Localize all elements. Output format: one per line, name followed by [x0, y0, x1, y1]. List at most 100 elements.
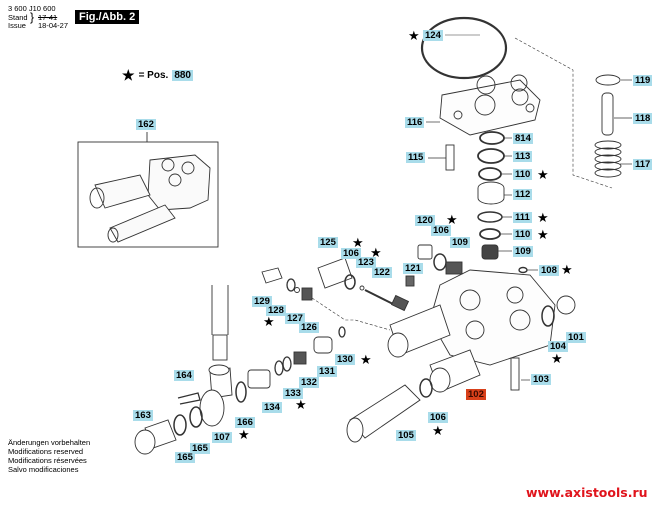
brace: }: [30, 10, 35, 24]
rod-122: [364, 289, 396, 306]
oring-106b: [344, 274, 356, 290]
part-label-134[interactable]: 134: [262, 402, 282, 413]
note-de: Änderungen vorbehalten: [8, 438, 91, 447]
legend-text: = Pos.: [138, 70, 169, 81]
valve-109: [481, 244, 499, 260]
stand-label: Stand: [8, 13, 28, 22]
part-label-126[interactable]: 126: [299, 322, 319, 333]
part-label-162[interactable]: 162: [136, 119, 156, 130]
oring-106c: [419, 378, 433, 398]
part-label-110[interactable]: 110: [513, 169, 533, 180]
oring-130: [338, 326, 346, 338]
stand-value: 17-41: [38, 13, 58, 22]
part-label-113[interactable]: 113: [513, 151, 533, 162]
part-label-133[interactable]: 133: [283, 388, 303, 399]
oring-166: [235, 381, 247, 403]
part-label-122[interactable]: 122: [372, 267, 392, 278]
legend-pos[interactable]: 880: [172, 70, 193, 81]
spring-132: [293, 351, 307, 365]
part-label-166[interactable]: 166: [235, 417, 255, 428]
part-label-106[interactable]: 106: [431, 225, 451, 236]
doc-number: 3 600 J10 600: [8, 4, 56, 13]
part-label-129[interactable]: 129: [252, 296, 272, 307]
oring-165: [189, 406, 203, 428]
part-label-165b[interactable]: 165: [175, 452, 195, 463]
star-icon: ★: [263, 314, 275, 329]
part-label-110b[interactable]: 110: [513, 229, 533, 240]
inset-frame: [77, 141, 219, 248]
cap-131: [313, 336, 333, 354]
note-es: Salvo modificaciones: [8, 465, 79, 474]
part-label-132[interactable]: 132: [299, 377, 319, 388]
part-label-101[interactable]: 101: [566, 332, 586, 343]
oring-165b: [173, 414, 187, 436]
part-label-106b[interactable]: 106: [341, 248, 361, 259]
part-label-116[interactable]: 116: [405, 117, 425, 128]
part-label-131[interactable]: 131: [317, 366, 337, 377]
issue-value: 18-04-27: [38, 21, 69, 30]
oring-111: [477, 211, 503, 223]
oring-133: [282, 356, 292, 372]
seal-110b: [479, 228, 501, 240]
part-label-109[interactable]: 109: [513, 246, 533, 257]
star-icon: ★: [537, 227, 549, 242]
star-icon: ★: [561, 262, 573, 277]
watermark-link[interactable]: www.axistools.ru: [526, 485, 648, 500]
part-label-108[interactable]: 108: [539, 265, 559, 276]
clip-164: [177, 392, 201, 405]
part-label-814[interactable]: 814: [513, 133, 533, 144]
part-label-118[interactable]: 118: [633, 113, 653, 124]
star-icon: ★: [551, 351, 563, 366]
figure-title: Fig./Abb. 2: [75, 10, 140, 24]
issue-label: Issue: [8, 21, 26, 30]
note-en: Modifications reserved: [8, 447, 84, 456]
part-label-105[interactable]: 105: [396, 430, 416, 441]
leader-dashed: [514, 37, 613, 189]
part-label-123[interactable]: 123: [356, 257, 376, 268]
part-label-107[interactable]: 107: [212, 432, 232, 443]
piston-134: [247, 369, 271, 389]
oring-127: [294, 287, 300, 293]
piston-118: [601, 92, 614, 136]
part-label-120[interactable]: 120: [415, 215, 435, 226]
star-icon: ★: [122, 67, 135, 83]
part-label-102[interactable]: 102: [466, 389, 486, 400]
part-label-115[interactable]: 115: [406, 152, 426, 163]
fitting-125: [317, 257, 353, 289]
inset-pump-body: [89, 154, 211, 243]
part-label-121[interactable]: 121: [403, 263, 423, 274]
part-label-103[interactable]: 103: [531, 374, 551, 385]
part-label-124[interactable]: 124: [423, 30, 443, 41]
part-label-109b[interactable]: 109: [450, 237, 470, 248]
part-label-106c[interactable]: 106: [428, 412, 448, 423]
part-label-165[interactable]: 165: [190, 443, 210, 454]
star-icon: ★: [537, 210, 549, 225]
oring-106: [433, 253, 447, 271]
part-label-117[interactable]: 117: [633, 159, 653, 170]
part-label-111[interactable]: 111: [513, 212, 532, 223]
star-icon: ★: [446, 212, 458, 227]
cap-119: [595, 74, 621, 86]
star-icon: ★: [370, 245, 382, 260]
leader-dashed: [311, 297, 391, 331]
part-label-163[interactable]: 163: [133, 410, 153, 421]
spring-117: [594, 140, 622, 178]
star-icon: ★: [408, 28, 420, 43]
part-label-128[interactable]: 128: [266, 305, 286, 316]
star-icon: ★: [432, 423, 444, 438]
part-label-104[interactable]: 104: [548, 341, 568, 352]
star-icon: ★: [537, 167, 549, 182]
part-label-119[interactable]: 119: [633, 75, 653, 86]
part-label-125[interactable]: 125: [318, 237, 338, 248]
pump-head: [439, 74, 541, 136]
screw-115: [445, 144, 455, 171]
oring-104: [541, 305, 555, 327]
star-icon: ★: [360, 352, 372, 367]
part-label-164[interactable]: 164: [174, 370, 194, 381]
part-label-130[interactable]: 130: [335, 354, 355, 365]
part-label-112[interactable]: 112: [513, 189, 533, 200]
screw-103: [510, 357, 520, 391]
part-label-127[interactable]: 127: [285, 313, 305, 324]
oring-128: [286, 278, 296, 292]
